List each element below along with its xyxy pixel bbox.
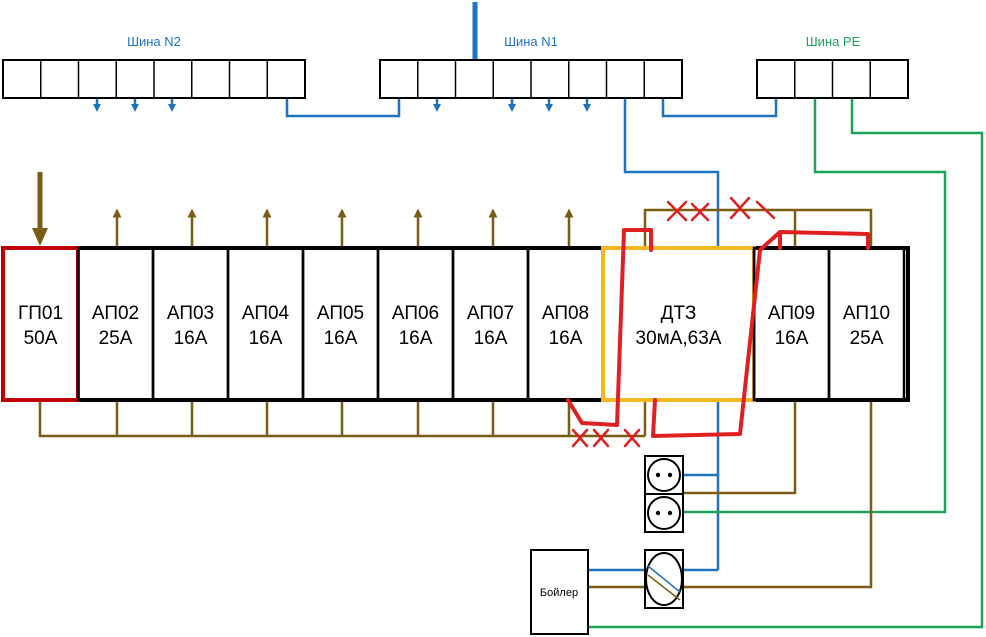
breaker-name: АП05 (317, 303, 364, 324)
boiler: Бойлер (530, 549, 589, 635)
socket-outlet-upper (644, 455, 684, 495)
boiler-label: Бойлер (540, 587, 578, 599)
pe-wires (588, 78, 984, 629)
breaker-rating: 50А (24, 328, 58, 349)
breaker-1: ГП01 50А (1, 246, 80, 402)
breaker-rating: 25А (99, 328, 133, 349)
incoming-feeders (32, 2, 484, 246)
breaker-name: ДТЗ (661, 303, 697, 324)
breaker-4: АП04 16А (226, 246, 305, 402)
breaker-rating: 16А (474, 328, 508, 349)
cross-mark-icon (571, 196, 776, 448)
bus-3: Шина PE (756, 34, 909, 99)
breaker-name: ГП01 (18, 303, 63, 324)
breaker-rating: 16А (549, 328, 583, 349)
socket-outlet-lower (644, 493, 684, 533)
breaker-rating: 16А (399, 328, 433, 349)
socket-icon (647, 458, 681, 492)
breaker-name: АП10 (843, 303, 890, 324)
breaker-name: АП04 (242, 303, 290, 324)
breaker-rating: 16А (324, 328, 358, 349)
breaker-name: АП07 (467, 303, 514, 324)
bus-2: Шина N1 (379, 34, 683, 99)
switch-box (644, 549, 684, 609)
breaker-name: АП09 (768, 303, 815, 324)
breaker-row: ГП01 50А АП02 25А АП03 16А АП04 16А АП05 16А АП06 1… (1, 246, 910, 402)
bus-group: Шина N2 Шина N1 Шина PE (2, 34, 909, 99)
breaker-name: АП08 (542, 303, 589, 324)
breaker-name: АП06 (392, 303, 439, 324)
bus-label: Шина N2 (127, 34, 181, 49)
breaker-rating: 30мА,63А (636, 328, 722, 349)
bus-label: Шина PE (806, 34, 861, 49)
breaker-name: АП02 (92, 303, 139, 324)
bus-label: Шина N1 (504, 34, 558, 49)
breaker-rating: 16А (174, 328, 208, 349)
bus-1: Шина N2 (2, 34, 306, 99)
breaker-rating: 16А (249, 328, 283, 349)
breaker-rating: 16А (775, 328, 809, 349)
breaker-name: АП03 (167, 303, 214, 324)
correction-annotations (566, 228, 870, 438)
breaker-rating: 25А (850, 328, 884, 349)
socket-icon (647, 496, 681, 530)
